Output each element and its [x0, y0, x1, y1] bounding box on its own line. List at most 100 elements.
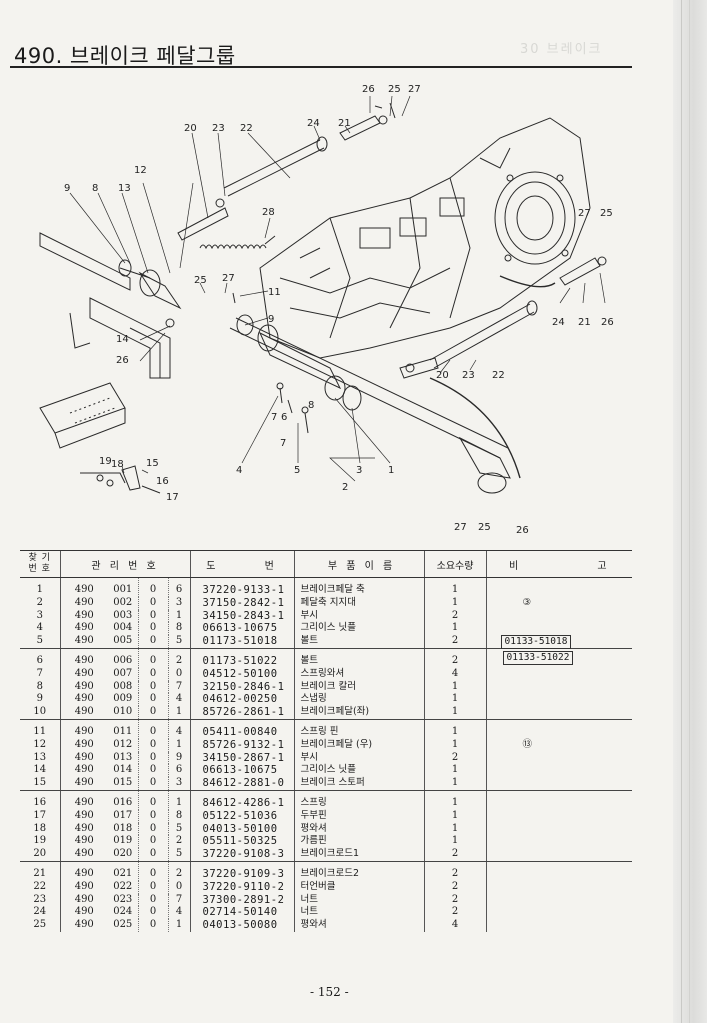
cell-pn: 37220-9133-1 [189, 577, 295, 597]
pedal-shaft [229, 314, 511, 494]
cell-pn: 37220-9109-3 [189, 861, 295, 881]
cell-b: 022 [113, 880, 133, 892]
col-header-no: 찾 기 번 호 [20, 550, 60, 578]
callout: 7 [271, 412, 277, 423]
col-header-mgmt: 관 리 번 호 [59, 550, 191, 578]
cell-remark [485, 764, 633, 778]
cell-c: 0 [137, 577, 168, 597]
cell-name: 스프링 핀 [293, 719, 425, 739]
cell-name: 두부핀 [293, 809, 425, 823]
cell-a: 490 [59, 577, 108, 597]
cell-name: 브레이크페달 축 [293, 577, 425, 597]
cell-b: 013 [113, 751, 133, 763]
cell-remark [485, 719, 633, 739]
cell-qty: 1 [423, 622, 487, 636]
cell-pn: 04512-50100 [189, 667, 295, 681]
cell-c: 0 [137, 919, 168, 932]
cell-name: 스프링 [293, 790, 425, 810]
cell-no: 4 [36, 622, 43, 634]
cell-c: 0 [137, 667, 168, 681]
cell-a: 490 [59, 822, 108, 836]
cell-qty: 2 [423, 648, 487, 668]
cell-c: 0 [137, 822, 168, 836]
cell-a: 490 [59, 906, 108, 920]
cell-d: 0 [167, 667, 191, 681]
cell-c: 0 [137, 861, 168, 881]
transmission-housing [259, 117, 591, 359]
cell-qty: 1 [423, 577, 487, 597]
cell-no: 9 [36, 693, 43, 705]
cell-b: 017 [113, 809, 133, 821]
cell-d: 2 [167, 648, 191, 668]
cell-c: 0 [137, 893, 168, 907]
cell-b: 009 [113, 693, 133, 705]
cell-d: 9 [167, 751, 191, 765]
cell-qty: 2 [423, 848, 487, 862]
col-header-drawing-text: 도 번 [206, 560, 277, 572]
callout: 1 [388, 465, 394, 476]
cell-d: 5 [167, 635, 191, 649]
cell-no: 1 [36, 584, 43, 595]
cell-d: 1 [167, 706, 191, 720]
callout: 25 [478, 522, 491, 533]
callout: 27 [454, 522, 467, 533]
cell-name: 그리이스 닛플 [293, 622, 425, 636]
cell-pn: 34150-2843-1 [189, 609, 295, 623]
cell-no: 12 [33, 738, 47, 750]
cell-b: 003 [113, 609, 133, 621]
callout: 14 [116, 334, 129, 345]
floor-plate [39, 382, 126, 449]
cell-pn: 37150-2842-1 [189, 596, 295, 610]
cell-a: 490 [59, 848, 108, 862]
cell-remark [485, 861, 633, 881]
cell-pn: 32150-2846-1 [189, 680, 295, 694]
cell-remark [485, 790, 633, 810]
cell-b: 023 [113, 893, 133, 905]
cell-pn: 01173-51018 [189, 635, 295, 649]
cell-a: 490 [59, 777, 108, 791]
cell-remark [485, 751, 633, 765]
cell-d: 7 [167, 680, 191, 694]
cell-a: 490 [59, 609, 108, 623]
cell-d: 0 [167, 880, 191, 894]
cell-qty: 2 [423, 893, 487, 907]
cell-remark [485, 693, 633, 707]
cell-no: 25 [33, 919, 47, 931]
cell-b: 018 [113, 822, 133, 834]
callout: 12 [134, 165, 147, 176]
cell-c: 0 [137, 790, 168, 810]
cell-no: 16 [33, 796, 47, 808]
cell-a: 490 [59, 764, 108, 778]
callout-labels: 26 25 27 24 21 20 23 22 12 9 8 13 28 27 … [64, 84, 614, 536]
cell-b: 008 [113, 680, 133, 692]
cell-c: 0 [137, 809, 168, 823]
cell-no: 6 [36, 654, 43, 666]
cell-no: 21 [33, 867, 47, 879]
callout: 20 [436, 370, 449, 381]
cell-qty: 2 [423, 751, 487, 765]
cell-a: 490 [59, 790, 108, 810]
cell-b: 002 [113, 596, 133, 608]
callout: 24 [552, 317, 565, 328]
cell-no: 2 [36, 596, 43, 608]
cell-c: 0 [137, 751, 168, 765]
exploded-parts-diagram: 26 25 27 24 21 20 23 22 12 9 8 13 28 27 … [39, 84, 614, 536]
callout: 18 [111, 459, 124, 470]
cell-pn: 01173-51022 [189, 648, 295, 668]
cell-no: 19 [33, 835, 47, 847]
cell-qty: 1 [423, 706, 487, 720]
cell-d: 8 [167, 622, 191, 636]
cell-d: 2 [167, 835, 191, 849]
cell-name: 너트 [293, 893, 425, 907]
brake-stopper-parts [80, 465, 161, 494]
